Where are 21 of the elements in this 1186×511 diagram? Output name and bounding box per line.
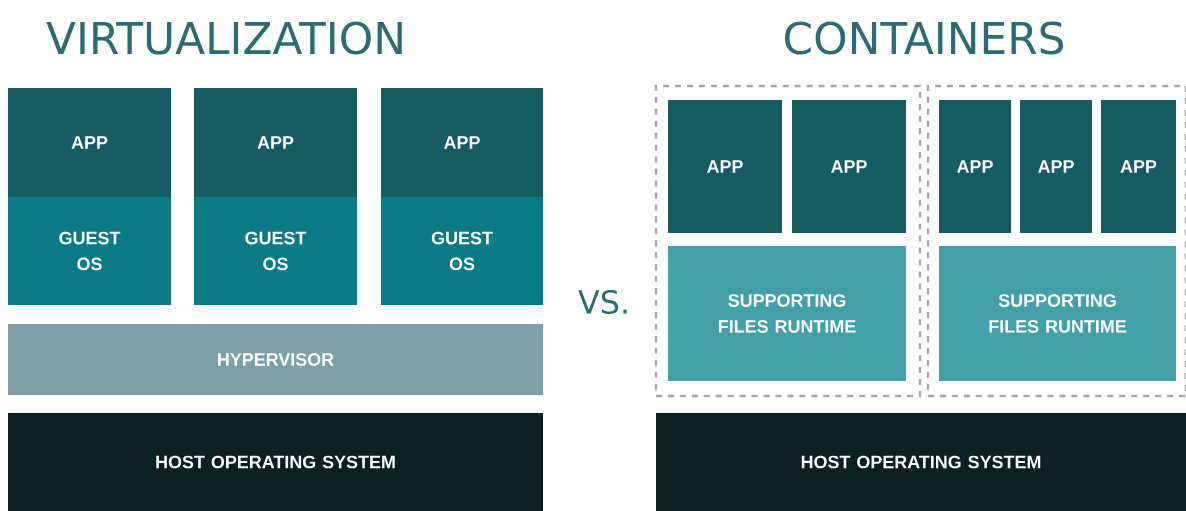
heading: CONTAINERS — [785, 21, 1064, 55]
layer-box: APP — [381, 88, 543, 197]
layer-box: APP — [194, 88, 357, 197]
heading: VIRTUALIZATION — [46, 21, 402, 55]
container-outline — [926, 84, 1186, 398]
vs-label: VS. — [578, 289, 627, 315]
layer-box: APP — [1020, 100, 1092, 233]
layer-box: GUEST OS — [8, 197, 171, 305]
container-outline — [654, 84, 922, 398]
layer-box: GUEST OS — [381, 197, 543, 305]
layer-box: HOST OPERATING SYSTEM — [8, 413, 543, 511]
layer-box: HYPERVISOR — [8, 324, 543, 395]
layer-box: APP — [939, 100, 1011, 233]
layer-box: SUPPORTING FILES RUNTIME — [939, 246, 1176, 381]
layer-box: GUEST OS — [194, 197, 357, 305]
layer-box: APP — [1101, 100, 1176, 233]
layer-box: APP — [8, 88, 171, 197]
layer-box: APP — [792, 100, 906, 233]
layer-box: SUPPORTING FILES RUNTIME — [668, 246, 906, 381]
layer-box: HOST OPERATING SYSTEM — [656, 413, 1186, 511]
layer-box: APP — [668, 100, 782, 233]
